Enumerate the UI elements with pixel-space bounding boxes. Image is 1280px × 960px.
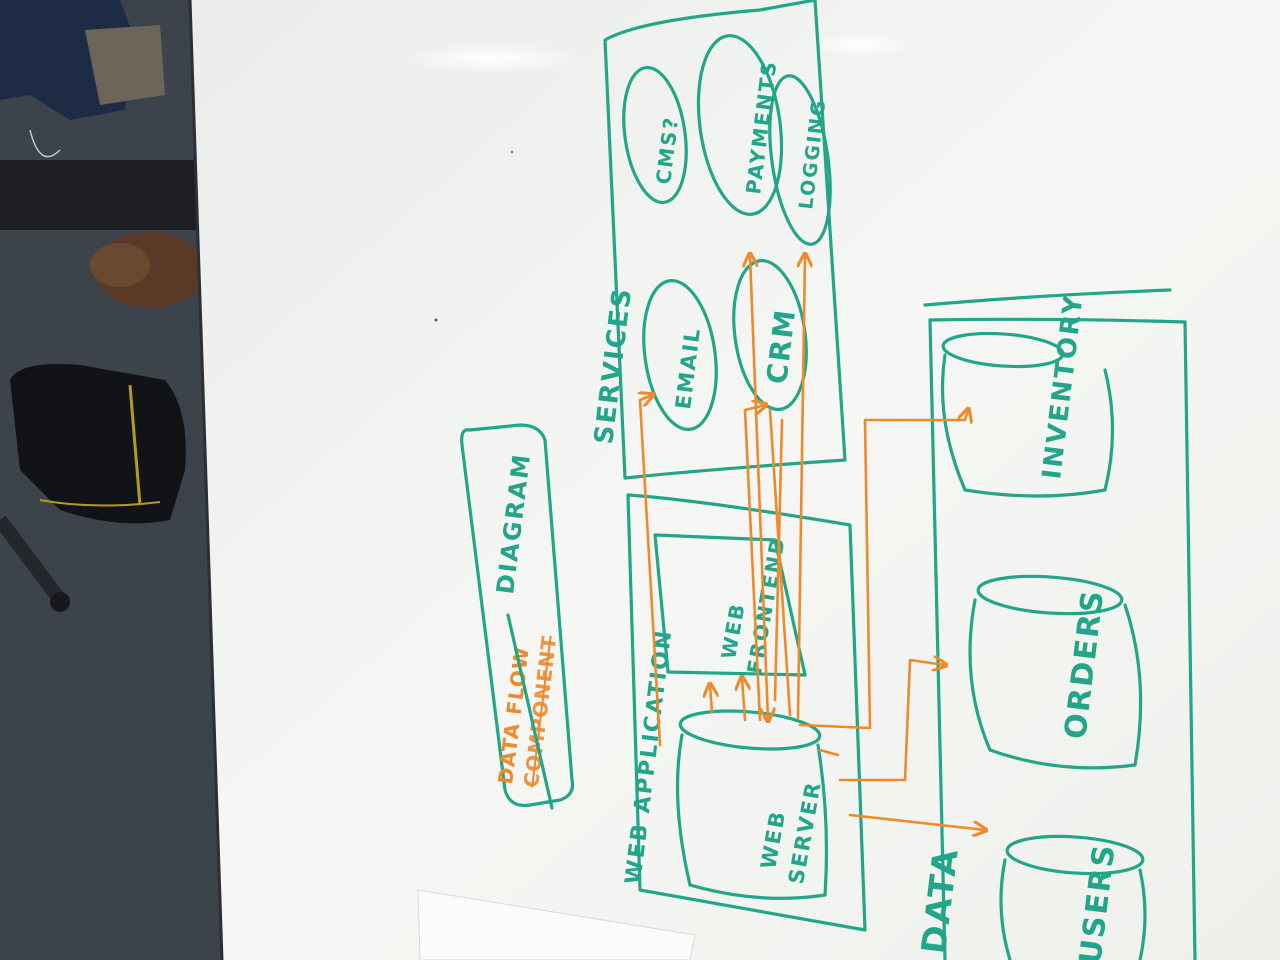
service-logging — [768, 74, 832, 246]
service-cms — [622, 65, 688, 205]
orders-cylinder — [968, 574, 1143, 770]
users-cylinder — [999, 834, 1147, 960]
service-email — [642, 278, 718, 432]
data-flow-arrows — [640, 255, 985, 830]
whiteboard — [188, 0, 1280, 960]
strike-line — [531, 635, 552, 788]
service-payments — [696, 34, 784, 216]
web-frontend-box — [653, 533, 807, 677]
